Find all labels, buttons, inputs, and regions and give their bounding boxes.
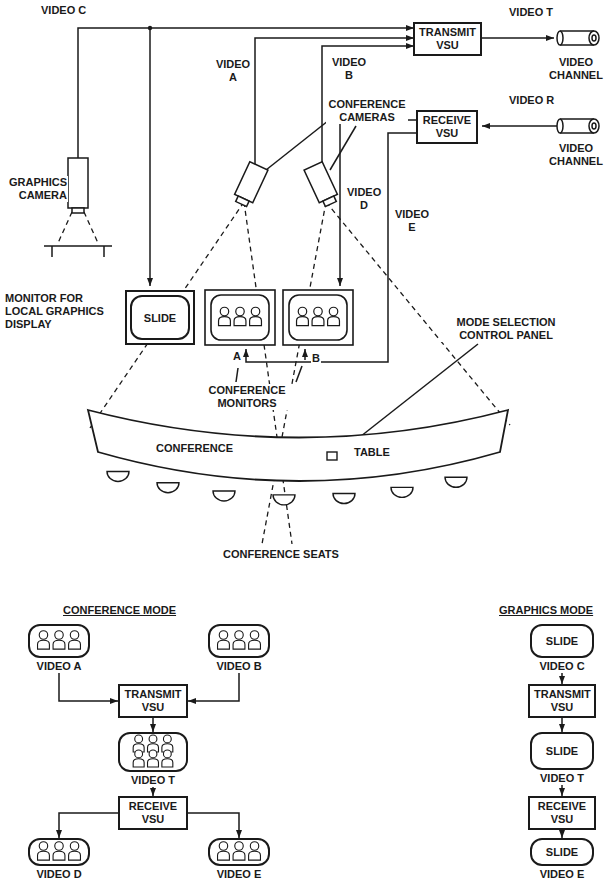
table-outline <box>85 400 515 520</box>
conference-monitors <box>205 290 353 345</box>
screen-caption: VIDEO C <box>530 660 594 673</box>
process-box: RECEIVE VSU <box>528 796 596 830</box>
cameras <box>44 158 340 257</box>
process-box: TRANSMIT VSU <box>413 22 482 56</box>
signal-arrow <box>188 673 239 701</box>
signal-arrow <box>152 718 154 732</box>
box-text: TRANSMIT VSU <box>419 26 476 51</box>
callout-label: VIDEO A <box>214 58 252 84</box>
screen-caption: VIDEO E <box>530 868 594 881</box>
video-screen: VIDEO D <box>28 838 90 881</box>
screen-caption: VIDEO T <box>530 772 594 785</box>
signal-arrow <box>152 787 154 796</box>
signal-arrow <box>561 830 563 838</box>
box-text: TRANSMIT VSU <box>534 688 591 713</box>
callout-label: CONFERENCE SEATS <box>222 548 340 561</box>
callout-label: VIDEO CHANNEL <box>540 142 612 168</box>
camera-view-lines <box>58 202 510 544</box>
callout-label: B <box>311 352 321 365</box>
callout-label: VIDEO T <box>508 6 554 19</box>
callout-label: CONFERENCE MONITORS <box>198 384 296 410</box>
screen-frame <box>208 838 270 866</box>
monitor-screen: SLIDE <box>130 295 190 340</box>
signal-arrow <box>561 718 563 732</box>
callout-label: GRAPHICS CAMERA <box>4 176 68 202</box>
callout-label: VIDEO CHANNEL <box>540 56 612 82</box>
graphics-monitor: SLIDE <box>125 290 195 345</box>
box-text: RECEIVE VSU <box>129 800 177 825</box>
callout-label: MONITOR FOR LOCAL GRAPHICS DISPLAY <box>4 292 106 331</box>
people-icon <box>210 840 268 864</box>
screen-text: SLIDE <box>144 312 176 324</box>
video-screen: VIDEO E <box>208 838 270 881</box>
callout-label: VIDEO E <box>393 208 431 234</box>
box-text: TRANSMIT VSU <box>125 688 182 713</box>
signal-arrow <box>561 673 563 684</box>
table-text: TABLE <box>353 446 391 458</box>
screen-caption: VIDEO A <box>28 660 90 673</box>
conference-table: CONFERENCE TABLE <box>85 400 515 520</box>
screen-caption: VIDEO B <box>208 660 270 673</box>
video-screen: VIDEO A <box>28 624 90 673</box>
people-icons <box>219 307 340 325</box>
screen-frame <box>118 732 188 772</box>
table-text: CONFERENCE <box>155 442 234 454</box>
video-screen: SLIDE VIDEO T <box>530 732 594 785</box>
screen-frame <box>28 838 90 866</box>
video-screen: SLIDE VIDEO C <box>530 624 594 673</box>
section-heading: GRAPHICS MODE <box>498 604 594 617</box>
box-text: RECEIVE VSU <box>423 114 471 139</box>
screen-text: SLIDE <box>546 745 578 757</box>
screen-frame: SLIDE <box>530 838 594 866</box>
screen-frame: SLIDE <box>530 732 594 770</box>
callout-label: VIDEO D <box>346 186 382 212</box>
video-screen: VIDEO T <box>118 732 188 787</box>
video-screen: SLIDE VIDEO E <box>530 838 594 881</box>
screen-frame <box>28 624 90 658</box>
control-panel <box>327 452 337 460</box>
process-box: TRANSMIT VSU <box>118 684 188 718</box>
video-screen: VIDEO B <box>208 624 270 673</box>
callout-label: VIDEO C <box>40 4 87 17</box>
people-icon <box>30 840 88 864</box>
video-wires <box>78 28 558 455</box>
screen-frame <box>208 624 270 658</box>
signal-arrow <box>59 813 118 838</box>
screen-frame: SLIDE <box>530 624 594 658</box>
callout-label: CONFERENCE CAMERAS <box>326 98 408 124</box>
process-box: RECEIVE VSU <box>416 110 478 144</box>
callout-label: VIDEO B <box>330 56 368 82</box>
people-icon <box>120 734 186 770</box>
callout-label: A <box>232 350 242 363</box>
callout-label: VIDEO R <box>508 94 555 107</box>
section-heading: CONFERENCE MODE <box>62 604 177 617</box>
signal-arrow <box>561 785 563 796</box>
video-channel-cable <box>557 31 599 133</box>
screen-caption: VIDEO E <box>208 868 270 881</box>
screen-caption: VIDEO D <box>28 868 90 881</box>
screen-caption: VIDEO T <box>118 774 188 787</box>
screen-text: SLIDE <box>546 846 578 858</box>
process-box: TRANSMIT VSU <box>528 684 596 718</box>
people-icon <box>210 626 268 656</box>
process-box: RECEIVE VSU <box>118 796 188 830</box>
signal-arrow <box>188 813 239 838</box>
people-icon <box>30 626 88 656</box>
screen-text: SLIDE <box>546 635 578 647</box>
signal-arrow <box>59 673 118 701</box>
box-text: RECEIVE VSU <box>538 800 586 825</box>
callout-label: MODE SELECTION CONTROL PANEL <box>440 316 572 342</box>
